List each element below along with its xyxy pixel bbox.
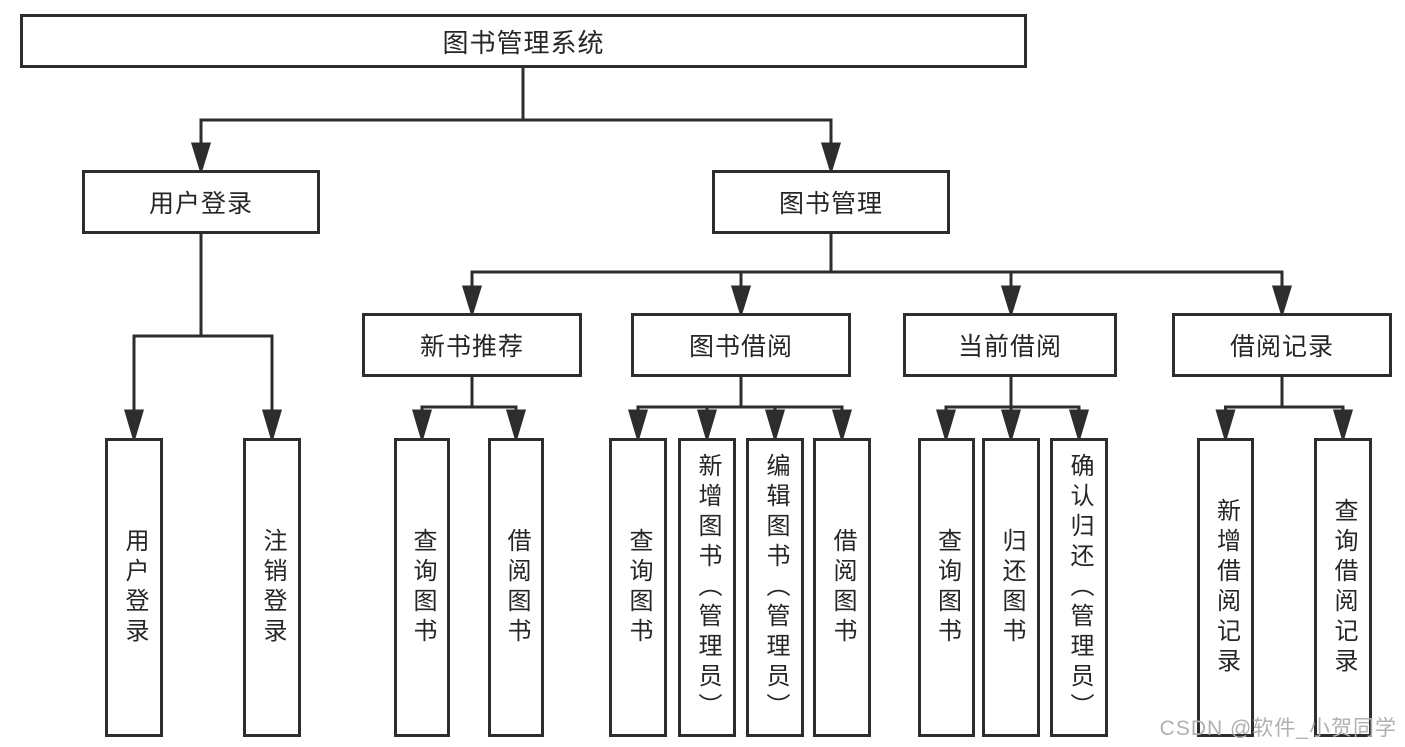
- node-label: 新增借阅记录: [1212, 497, 1240, 678]
- node-new-book-recommend: 新书推荐: [362, 313, 582, 377]
- node-label: 查询借阅记录: [1330, 497, 1357, 678]
- node-label: 注销登录: [259, 527, 286, 648]
- node-label: 借阅图书: [829, 527, 856, 648]
- node-label: 查询图书: [625, 527, 652, 648]
- node-label: 新增图书（管理员）: [694, 452, 721, 723]
- node-label: 图书管理: [778, 190, 883, 218]
- node-label: 归还图书: [998, 527, 1025, 648]
- leaf-query-borrow-record: 查询借阅记录: [1314, 438, 1372, 737]
- leaf-user-login: 用户登录: [105, 438, 163, 737]
- csdn-watermark: CSDN @软件_小贺同学: [1159, 717, 1397, 740]
- leaf-edit-book-admin: 编辑图书（管理员）: [746, 438, 804, 737]
- node-label: 当前借阅: [957, 333, 1062, 361]
- leaf-query-book-current: 查询图书: [918, 438, 975, 737]
- node-library-management-system: 图书管理系统: [20, 14, 1027, 68]
- node-label: 新书推荐: [419, 333, 524, 361]
- leaf-query-book-borrow: 查询图书: [609, 438, 667, 737]
- node-user-login: 用户登录: [82, 170, 320, 234]
- leaf-borrow-book-recommend: 借阅图书: [488, 438, 544, 737]
- leaf-query-book-recommend: 查询图书: [394, 438, 450, 737]
- leaf-confirm-return-admin: 确认归还（管理员）: [1050, 438, 1108, 737]
- node-label: 用户登录: [148, 190, 253, 218]
- leaf-add-borrow-record: 新增借阅记录: [1197, 438, 1254, 737]
- node-book-borrow: 图书借阅: [631, 313, 851, 377]
- node-current-borrow: 当前借阅: [903, 313, 1117, 377]
- leaf-logout: 注销登录: [243, 438, 301, 737]
- leaf-borrow-book: 借阅图书: [813, 438, 871, 737]
- node-borrow-record: 借阅记录: [1172, 313, 1392, 377]
- leaf-return-book: 归还图书: [982, 438, 1040, 737]
- node-label: 查询图书: [409, 527, 436, 648]
- node-label: 借阅图书: [503, 527, 530, 648]
- node-label: 借阅记录: [1229, 333, 1334, 361]
- leaf-add-book-admin: 新增图书（管理员）: [678, 438, 736, 737]
- node-label: 图书管理系统: [442, 27, 605, 58]
- node-label: 用户登录: [121, 527, 148, 648]
- node-label: 确认归还（管理员）: [1066, 452, 1093, 723]
- node-label: 编辑图书（管理员）: [762, 452, 789, 723]
- node-label: 查询图书: [933, 527, 961, 648]
- node-book-management: 图书管理: [712, 170, 950, 234]
- node-label: 图书借阅: [688, 333, 793, 361]
